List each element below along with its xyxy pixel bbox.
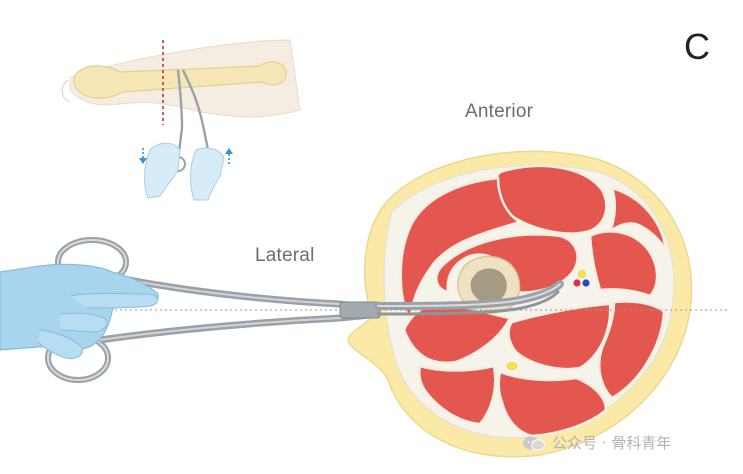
surgical-clamp [45,237,564,383]
nerve-dot-lower [506,362,518,370]
muscle-4 [588,230,659,298]
glove-finger-2 [59,312,108,333]
label-lateral: Lateral [255,245,315,266]
inset-fingertips [61,79,71,103]
label-anterior: Anterior [465,101,534,122]
glove-thumb [37,329,83,359]
vein-dot [582,279,590,287]
muscle-9 [418,364,497,426]
muscle-10 [497,370,608,438]
artery-dot [573,279,581,287]
watermark-text: 公众号 · 骨科青年 [552,434,672,452]
glove-finger-1 [69,293,158,309]
muscle-8 [598,300,666,400]
muscle-5 [608,186,668,251]
inset-right-glove [190,147,225,201]
muscle-7 [507,302,612,371]
clamp-box-lock [339,301,381,319]
inset-clamp-jaw [181,69,212,161]
bone-marrow [470,268,507,304]
arrow-down-icon [139,148,147,164]
nerve-dot [578,270,586,278]
wechat-icon [523,436,545,451]
arrow-up-icon [225,148,233,164]
watermark: 公众号 · 骨科青年 [522,432,671,453]
neurovascular-bundle-upper [573,270,590,287]
gloved-hand [0,263,159,359]
inset-forearm-illustration [61,39,301,201]
muscles [399,164,668,438]
panel-letter: C [684,26,710,67]
inset-left-glove [144,142,181,199]
neurovascular-bundle-lower [506,362,518,370]
